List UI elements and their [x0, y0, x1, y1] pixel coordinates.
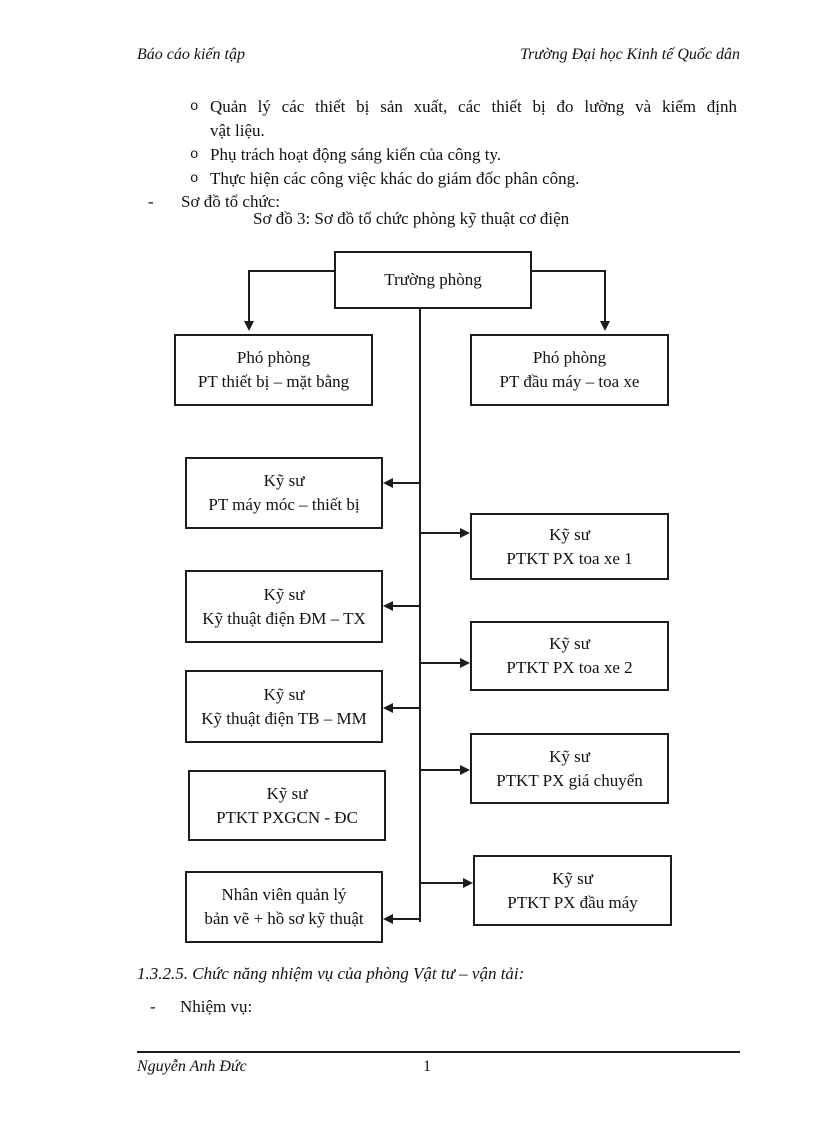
org-box-label: PTKT PX toa xe 2 — [506, 658, 633, 677]
org-box-label: Kỹ sư — [549, 634, 590, 653]
org-box-label: PTKT PX giá chuyển — [496, 770, 643, 790]
connector-line — [420, 769, 461, 771]
org-box-label: Kỹ sư — [549, 746, 590, 766]
org-box-ky-su-dau-may: Kỹ sư PTKT PX đầu máy — [473, 855, 672, 926]
footer-rule — [137, 1051, 740, 1053]
connector-line — [532, 270, 606, 272]
org-box-ky-su-pxgcn-dc: Kỹ sư PTKT PXGCN - ĐC — [188, 770, 386, 841]
arrow-left-icon — [383, 703, 393, 713]
dash-marker: - — [148, 192, 154, 211]
bullet-text-line: Quản lý các thiết bị sản xuất, các thiết… — [210, 97, 737, 116]
arrow-right-icon — [460, 765, 470, 775]
org-box-ky-su-toa-xe-1: Kỹ sư PTKT PX toa xe 1 — [470, 513, 669, 580]
org-box-pho-phong-dau-may: Phó phòng PT đầu máy – toa xe — [470, 334, 669, 406]
connector-trunk-line — [419, 309, 421, 922]
org-box-label: bản vẽ + hồ sơ kỹ thuật — [204, 909, 364, 928]
arrow-left-icon — [383, 478, 393, 488]
bullet-marker: o — [190, 147, 199, 163]
section-heading: 1.3.2.5. Chức năng nhiệm vụ của phòng Vậ… — [137, 964, 525, 983]
org-box-ky-su-toa-xe-2: Kỹ sư PTKT PX toa xe 2 — [470, 621, 669, 691]
org-box-pho-phong-thiet-bi: Phó phòng PT thiết bị – mặt bằng — [174, 334, 373, 406]
figure-caption: Sơ đồ 3: Sơ đồ tổ chức phòng kỹ thuật cơ… — [253, 209, 570, 228]
arrow-right-icon — [460, 528, 470, 538]
org-box-ky-su-dien-dm-tx: Kỹ sư Kỹ thuật điện ĐM – TX — [185, 570, 383, 643]
arrow-down-icon — [244, 321, 254, 331]
dash-item-text: Sơ đồ tổ chức: — [181, 192, 280, 211]
org-box-label: PT máy móc – thiết bị — [208, 495, 360, 514]
bullet-text-line: Thực hiện các công việc khác do giám đốc… — [210, 169, 580, 188]
connector-line — [604, 270, 606, 322]
org-box-label: PT đầu máy – toa xe — [499, 372, 640, 391]
connector-line — [420, 882, 464, 884]
bullet-text-line: vật liệu. — [210, 121, 265, 140]
dash-marker: - — [150, 997, 156, 1016]
org-box-label: Kỹ thuật điện ĐM – TX — [202, 608, 366, 628]
org-box-label: PTKT PX đầu máy — [507, 892, 638, 912]
connector-line — [392, 918, 420, 920]
bullet-marker: o — [190, 99, 199, 115]
org-box-ky-su-dien-tb-mm: Kỹ sư Kỹ thuật điện TB – MM — [185, 670, 383, 743]
org-box-label: Phó phòng — [236, 348, 311, 367]
footer-author: Nguyễn Anh Đức — [137, 1058, 247, 1075]
bullet-text-line: Phụ trách hoạt động sáng kiến của công t… — [210, 145, 502, 164]
org-box-label: Nhân viên quản lý — [221, 885, 347, 904]
connector-line — [420, 662, 461, 664]
org-box-label: Kỹ sư — [266, 783, 308, 803]
org-box-label: Kỹ sư — [552, 868, 593, 888]
header-left-text: Báo cáo kiến tập — [137, 46, 245, 63]
org-box-label: Kỹ sư — [549, 524, 590, 544]
arrow-right-icon — [463, 878, 473, 888]
arrow-right-icon — [460, 658, 470, 668]
org-box-ky-su-gia-chuyen: Kỹ sư PTKT PX giá chuyển — [470, 733, 669, 804]
connector-line — [392, 482, 420, 484]
connector-line — [420, 532, 461, 534]
connector-line — [392, 605, 420, 607]
bullet-marker: o — [190, 171, 199, 187]
connector-line — [249, 270, 334, 272]
org-box-truong-phong: Trường phòng — [334, 251, 532, 309]
org-box-label: PT thiết bị – mặt bằng — [197, 372, 350, 391]
org-box-nhan-vien-ho-so: Nhân viên quản lý bản vẽ + hồ sơ kỹ thuậ… — [185, 871, 383, 943]
header-right-text: Trường Đại học Kinh tế Quốc dân — [520, 46, 740, 63]
connector-line — [392, 707, 420, 709]
arrow-left-icon — [383, 601, 393, 611]
org-box-ky-su-may-moc: Kỹ sư PT máy móc – thiết bị — [185, 457, 383, 529]
org-box-label: Kỹ sư — [263, 471, 305, 490]
org-box-label: Kỹ thuật điện TB – MM — [201, 708, 367, 728]
org-box-label: Phó phòng — [532, 348, 607, 367]
org-box-label: Kỹ sư — [263, 584, 305, 604]
org-box-label: PTKT PXGCN - ĐC — [216, 807, 358, 827]
footer-page-number: 1 — [423, 1058, 431, 1075]
arrow-left-icon — [383, 914, 393, 924]
org-box-label: Kỹ sư — [263, 684, 305, 704]
arrow-down-icon — [600, 321, 610, 331]
dash-item-text: Nhiệm vụ: — [180, 997, 253, 1016]
org-box-label: PTKT PX toa xe 1 — [506, 548, 633, 568]
org-box-label: Trường phòng — [384, 270, 482, 289]
connector-line — [248, 270, 250, 322]
